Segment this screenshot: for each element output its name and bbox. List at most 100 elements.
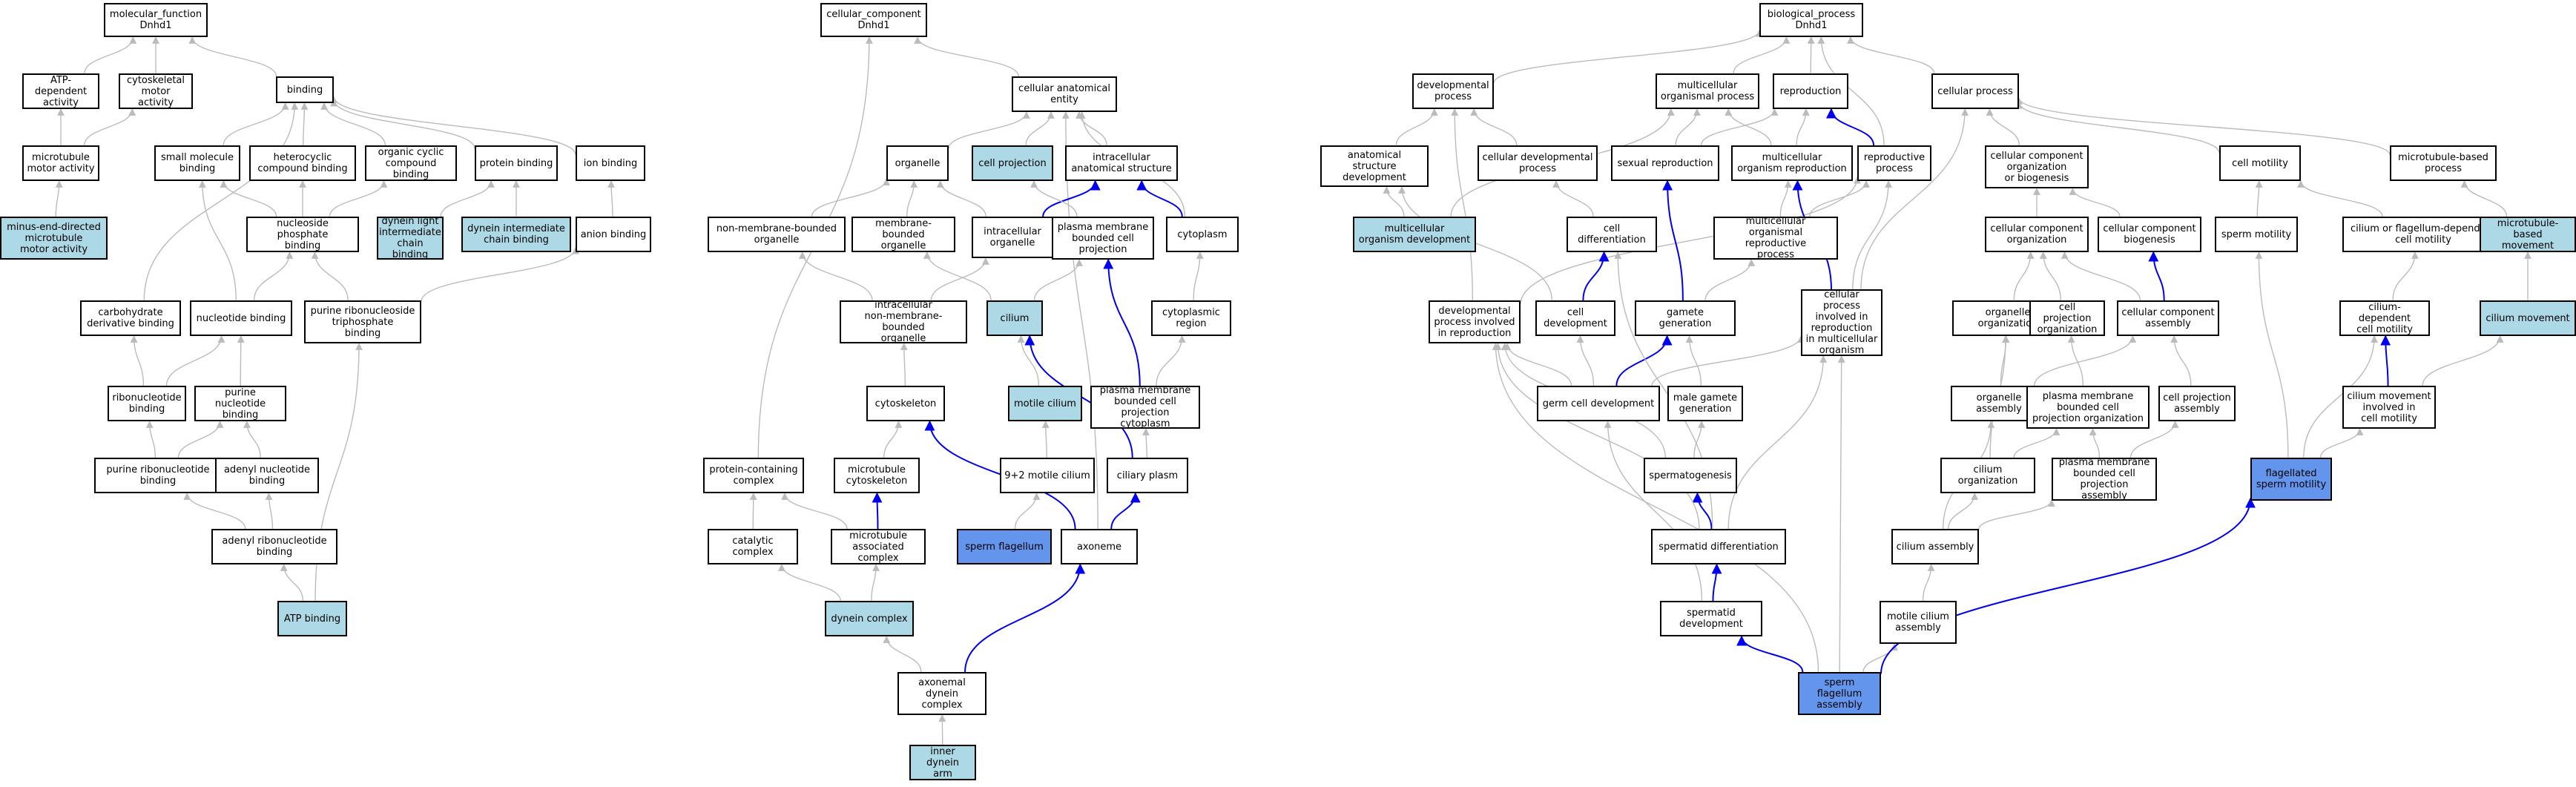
go-node-motility: cell motility	[2219, 145, 2301, 181]
go-node-organelle: organelle	[886, 145, 949, 181]
edge-motileass-to-ciliumass	[1922, 564, 1935, 602]
go-node-purnuc: purine nucleotide binding	[194, 386, 286, 421]
go-node-anion: anion binding	[576, 217, 651, 252]
go-node-dic: dynein intermediate chain binding	[461, 217, 571, 252]
go-node-innerarm: inner dynein arm	[909, 745, 976, 780]
go-node-ciliary: ciliary plasm	[1107, 458, 1188, 493]
go-node-dlic: dynein light intermediate chain binding	[377, 216, 444, 260]
edge-motility-to-cellproc	[2015, 101, 2220, 154]
go-node-mtbased: microtubule-based process	[2390, 145, 2497, 181]
edge-reproproc-to-bp	[1817, 36, 1885, 146]
go-node-nucbind: nucleotide binding	[190, 300, 292, 336]
edge-multireproproc-to-multirepro	[1779, 180, 1792, 217]
edge-pmbcpc-to-cytoreg	[1156, 335, 1186, 386]
go-node-cellproc: cellular process	[1931, 73, 2019, 109]
edge-multidev-to-anatdev	[1383, 186, 1405, 217]
edge-sfa-to-motileass	[1862, 643, 1898, 673]
edge-carb-to-binding	[143, 102, 299, 301]
edge-devrepro-to-reproproc	[1520, 176, 1861, 305]
edge-cytoreg-to-cytoplasm	[1193, 251, 1204, 301]
go-node-cmcm: cilium movement involved in cell motilit…	[2342, 386, 2436, 429]
edge-ciliumflag-to-motility	[2297, 180, 2383, 217]
edge-intraanat-to-cae	[1075, 111, 1107, 146]
edge-intranon-to-nonmemb	[798, 251, 873, 301]
edge-dlic-to-protein	[440, 180, 495, 217]
edge-germdev-to-devrepro	[1503, 343, 1572, 386]
go-node-mf: molecular_function Dnhd1	[104, 3, 208, 37]
edge-purribo-to-ribonuc	[145, 421, 156, 458]
go-node-spermdev: spermatid development	[1660, 601, 1762, 636]
edge-malegam-to-gamete	[1685, 335, 1702, 386]
edge-cellproj-to-cae	[1025, 111, 1055, 146]
go-node-reproproc: reproductive process	[1857, 145, 1931, 181]
edge-spermdev-to-spermdiff	[1711, 563, 1722, 602]
go-node-intraorg: intracellular organelle	[972, 217, 1053, 258]
edge-cellproc-to-bp	[1847, 36, 1935, 74]
go-node-smallmol: small molecule binding	[154, 145, 240, 181]
go-node-multireproproc: multicellular organismal reproductive pr…	[1713, 216, 1838, 260]
edge-organelle-to-cae	[948, 111, 1030, 149]
edge-spermmot-to-motility	[2255, 180, 2263, 217]
edge-cpimo-to-cellproc	[1860, 108, 1969, 290]
edge-cae-to-cc	[914, 36, 1020, 77]
go-node-ion: ion binding	[576, 145, 645, 181]
edge-nonmemb-to-organelle	[811, 178, 890, 217]
go-node-hetero: heterocyclic compound binding	[249, 145, 356, 181]
go-node-devrepro: developmental process involved in reprod…	[1429, 300, 1521, 343]
go-node-nucphos: nucleoside phosphate binding	[246, 217, 359, 252]
edge-sfa-to-devrepro	[1492, 343, 1819, 673]
edge-nucphos-to-orgcyc	[329, 180, 388, 217]
go-node-bp: biological_process Dnhd1	[1759, 3, 1863, 37]
edge-hetero-to-binding	[300, 102, 309, 146]
edge-sfa-to-flagmot	[1880, 497, 2256, 674]
edge-ribonuc-to-carb	[130, 335, 145, 386]
edge-ciliumdep-to-ciliumflag	[2392, 251, 2419, 301]
go-node-cytoreg: cytoplasmic region	[1151, 300, 1231, 336]
edge-spermdiff-to-spermatogen	[1692, 492, 1713, 530]
go-node-cytomotor: cytoskeletal motor activity	[119, 73, 193, 109]
edge-adenyl-to-purnuc	[243, 421, 261, 458]
go-node-sfa: sperm flagellum assembly	[1798, 672, 1881, 715]
edge-axdynein-to-axoneme	[964, 563, 1086, 673]
edge-purribo-to-purnuc	[177, 421, 224, 458]
go-node-multirepro: multicellular organism reproduction	[1731, 145, 1853, 181]
edge-spermdiff-to-devrepro	[1494, 343, 1700, 530]
edge-cytoskel-to-intranon	[900, 343, 908, 386]
go-node-germdev: germ cell development	[1537, 386, 1660, 421]
edge-nucbind-to-smallmol	[198, 180, 237, 301]
go-node-celldevproc: cellular developmental process	[1478, 145, 1598, 181]
edge-intranon-to-intraorg	[930, 257, 989, 301]
edge-orgorg-to-ccorg	[2013, 251, 2035, 301]
edge-dynein-to-mtassoc	[871, 564, 880, 602]
go-node-atpdep: ATP-dependent activity	[22, 73, 99, 109]
edge-pmbcpa-to-cpassembly	[2129, 421, 2179, 458]
edge-germdev-to-celldev	[1576, 335, 1595, 386]
go-node-ninetwo: 9+2 motile cilium	[1000, 458, 1095, 493]
edge-protein-to-binding	[330, 99, 475, 149]
go-node-ciliumflag: cilium or flagellum-dependent cell motil…	[2342, 217, 2504, 252]
go-node-cpimo: cellular process involved in reproductio…	[1801, 289, 1882, 356]
edge-ninetwo-to-motile	[1041, 421, 1050, 458]
go-node-cellproj: cell projection	[972, 145, 1053, 181]
go-node-celldiff: cell differentiation	[1567, 217, 1657, 252]
edge-ciliumass-to-ciliumorg	[1948, 493, 1979, 530]
edge-multirepro-to-multiorg	[1725, 108, 1772, 146]
edge-cytoplasm-to-intraanat	[1136, 180, 1183, 217]
go-node-pmbcp: plasma membrane bounded cell projection	[1052, 217, 1154, 260]
go-node-cae: cellular anatomical entity	[1012, 76, 1117, 112]
go-node-ccorg: cellular component organization	[1985, 217, 2089, 252]
edge-membbound-to-organelle	[906, 180, 918, 217]
edge-ribonuc-to-nucbind	[165, 335, 225, 386]
edge-mtmove-to-mtbased	[2460, 180, 2508, 217]
edge-anion-to-ion	[607, 180, 615, 217]
go-node-cpassembly: cell projection assembly	[2158, 386, 2236, 421]
go-node-purribo: purine ribonucleotide binding	[94, 458, 222, 493]
edge-purnuc-to-nucbind	[237, 335, 245, 386]
go-node-ciliumdep: cilium-dependent cell motility	[2339, 300, 2430, 336]
edge-orgcyc-to-binding	[320, 102, 386, 146]
edge-purinetri-to-anion	[421, 246, 579, 302]
edge-mtcyto-to-cytoskel	[883, 421, 903, 458]
edge-nucbind-to-nucphos	[253, 251, 294, 301]
edge-adenylribo-to-adenyl	[265, 493, 274, 530]
go-node-ciliummove: cilium movement	[2480, 300, 2576, 336]
